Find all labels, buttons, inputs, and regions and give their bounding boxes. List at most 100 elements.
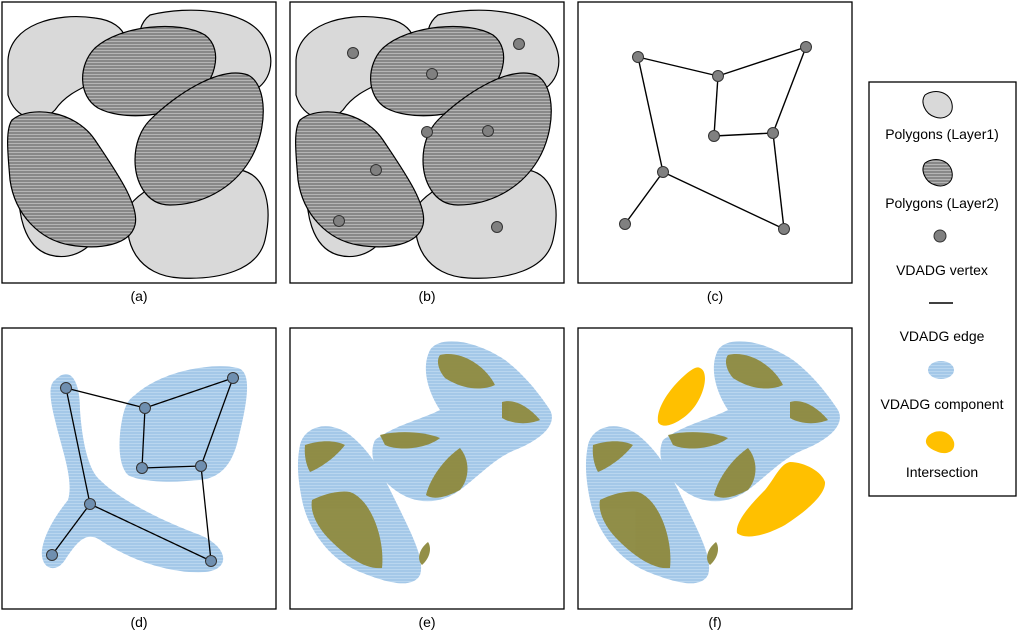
vertex-point xyxy=(767,127,779,139)
legend-label-component: VDADG component xyxy=(881,396,1004,412)
panel-c xyxy=(577,1,853,284)
overlap-shape xyxy=(725,354,783,389)
vertex-point xyxy=(426,68,438,80)
legend-label-layer2: Polygons (Layer2) xyxy=(885,195,999,211)
overlap-shape xyxy=(380,432,440,449)
graph-edge xyxy=(141,465,202,469)
overlap-shape xyxy=(714,448,756,498)
panel-e xyxy=(289,327,565,610)
graph-edge xyxy=(200,465,212,562)
vertex-point xyxy=(227,372,239,384)
caption-d: (d) xyxy=(130,614,147,630)
layer2-polygon-right xyxy=(422,72,552,206)
graph-edge xyxy=(65,387,146,409)
overlap-shape xyxy=(304,441,345,472)
overlap-shape xyxy=(668,432,728,449)
layer2-polygons xyxy=(7,25,264,248)
intersections xyxy=(657,367,826,537)
graph-edge xyxy=(624,171,664,225)
graph-edge xyxy=(65,387,91,505)
graph-edge xyxy=(713,132,774,137)
overlap-shape xyxy=(790,401,828,424)
vertex-point xyxy=(421,126,433,138)
layer2-overlaps xyxy=(592,354,828,569)
caption-a: (a) xyxy=(130,288,147,304)
intersection-shape xyxy=(657,367,705,426)
panel-a xyxy=(1,1,277,284)
graph-edge xyxy=(772,132,785,230)
graph-edges xyxy=(51,377,234,562)
vertex-point xyxy=(708,130,720,142)
legend-frame xyxy=(868,81,1017,497)
panel-f xyxy=(577,327,853,610)
graph-vertices xyxy=(46,372,239,567)
vertex-point xyxy=(347,47,359,59)
vertex-point xyxy=(712,70,724,82)
graph-edge xyxy=(200,377,234,467)
captions: (a) (b) (c) (d) (e) (f) xyxy=(130,288,723,630)
graph-edge xyxy=(637,56,664,173)
overlap-shape xyxy=(502,401,540,424)
vertex-point xyxy=(195,460,207,472)
component-right xyxy=(660,341,840,502)
overlap-shape xyxy=(599,491,671,569)
vertex-point xyxy=(205,555,217,567)
vertex-point xyxy=(619,218,631,230)
graph-edge xyxy=(713,75,719,137)
layer2-polygon-icon xyxy=(922,159,953,187)
caption-f: (f) xyxy=(708,614,721,630)
caption-b: (b) xyxy=(418,288,435,304)
vertex-point xyxy=(482,125,494,137)
vertex-icon xyxy=(933,229,947,243)
graph-edge xyxy=(141,407,146,469)
vertex-point xyxy=(513,38,525,50)
vertex-point xyxy=(491,221,503,233)
legend-label-vertex: VDADG vertex xyxy=(896,262,988,278)
caption-c: (c) xyxy=(707,288,723,304)
graph-edge xyxy=(717,46,807,77)
panel-b xyxy=(289,1,565,284)
vertex-point xyxy=(778,223,790,235)
graph-edge xyxy=(662,171,785,230)
vertex-point xyxy=(370,164,382,176)
graph-edges xyxy=(624,46,807,230)
vertex-point xyxy=(632,51,644,63)
legend-label-intersection: Intersection xyxy=(906,464,978,480)
overlap-shape xyxy=(592,441,633,472)
vertex-point xyxy=(139,402,151,414)
intersection-shape xyxy=(736,462,826,537)
overlap-shape xyxy=(426,448,468,498)
panel-d xyxy=(1,327,277,610)
layer2-overlaps xyxy=(304,354,540,569)
graph-edge xyxy=(144,377,234,409)
component-icon xyxy=(928,361,954,379)
component-right xyxy=(372,341,552,502)
overlap-shape xyxy=(437,354,495,389)
vertex-point xyxy=(46,549,58,561)
component-quad xyxy=(119,366,248,482)
layer2-polygon-right xyxy=(134,72,264,206)
layer2-polygon-left xyxy=(7,111,137,248)
overlap-shape xyxy=(419,542,430,565)
overlap-shape xyxy=(707,542,718,565)
graph-edge xyxy=(637,56,719,77)
vertex-point xyxy=(60,382,72,394)
graph-edge xyxy=(51,503,91,556)
graph-edge xyxy=(772,46,807,134)
overlap-shape xyxy=(311,491,383,569)
graph-vertices xyxy=(619,41,812,235)
panel-b-shapes xyxy=(295,9,560,279)
components xyxy=(41,366,248,573)
vertex-point xyxy=(84,498,96,510)
vertex-point xyxy=(657,166,669,178)
caption-e: (e) xyxy=(418,614,435,630)
component-star xyxy=(41,374,224,573)
layer2-polygon-left xyxy=(295,111,425,248)
legend-label-edge: VDADG edge xyxy=(900,328,985,344)
vertex-point xyxy=(136,462,148,474)
layer1-polygon-icon xyxy=(922,91,953,119)
intersection-icon xyxy=(925,431,955,454)
legend: Polygons (Layer1) Polygons (Layer2) VDAD… xyxy=(868,81,1017,497)
vertex-point xyxy=(800,41,812,53)
